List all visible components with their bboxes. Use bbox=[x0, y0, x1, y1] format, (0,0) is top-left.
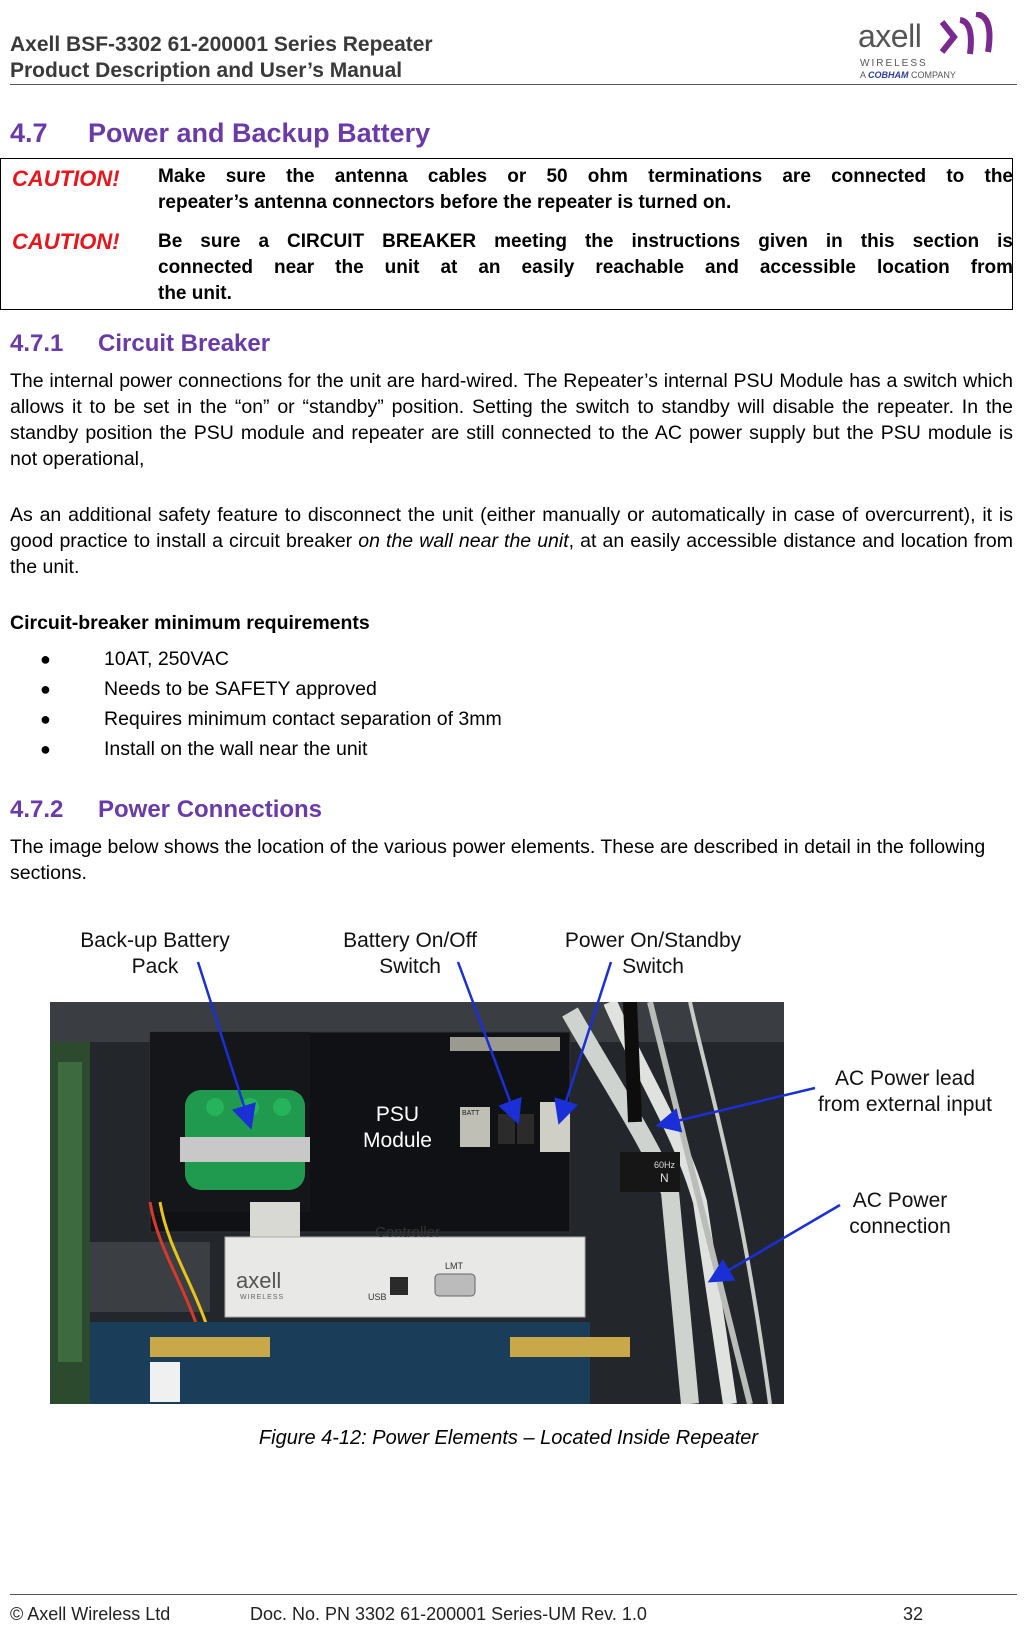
controller-axell-sub: WIRELESS bbox=[240, 1294, 285, 1301]
list-item: ●Needs to be SAFETY approved bbox=[10, 674, 502, 704]
logo-sub-wireless: WIRELESS bbox=[860, 58, 928, 69]
paragraph-power-connections: The image below shows the location of th… bbox=[10, 836, 986, 884]
caution-label-1: CAUTION! bbox=[12, 166, 120, 191]
section-number: 4.7 bbox=[10, 118, 48, 148]
figure-caption: Figure 4-12: Power Elements – Located In… bbox=[258, 1427, 759, 1449]
list-item: ●10AT, 250VAC bbox=[10, 644, 502, 674]
axell-logo: axell WIRELESS A COBHAM COMPANY bbox=[858, 12, 1008, 82]
list-item: ●Requires minimum contact separation of … bbox=[10, 704, 502, 734]
header-subtitle: Product Description and User’s Manual bbox=[10, 59, 403, 82]
neutral-label: N bbox=[660, 1171, 669, 1185]
bullet-icon: ● bbox=[40, 679, 51, 699]
requirements-heading: Circuit-breaker minimum requirements bbox=[10, 612, 370, 634]
paragraph-circuit-breaker-1: The internal power connections for the u… bbox=[10, 370, 1013, 470]
section-title: Power and Backup Battery bbox=[88, 118, 431, 148]
footer-page-number: 32 bbox=[903, 1604, 924, 1624]
requirements-list: ●10AT, 250VAC ●Needs to be SAFETY approv… bbox=[10, 644, 502, 764]
photo-illustration bbox=[50, 1002, 784, 1404]
logo-mark-icon bbox=[940, 12, 993, 55]
batt-switch-label: BATT bbox=[462, 1110, 480, 1117]
controller-label: Controller bbox=[375, 1224, 441, 1241]
caution-text-2: Be sure a CIRCUIT BREAKER meeting the in… bbox=[158, 231, 1013, 304]
header-rule bbox=[10, 84, 1017, 85]
caution-label-2: CAUTION! bbox=[12, 229, 120, 254]
caution-text-1: Make sure the antenna cables or 50 ohm t… bbox=[158, 166, 1013, 213]
controller-axell-logo: axell bbox=[236, 1268, 282, 1293]
emphasis-wall: on the wall near the unit bbox=[358, 530, 569, 552]
caution-box bbox=[0, 158, 1013, 310]
document-header: Axell BSF-3302 61-200001 Series Repeater… bbox=[10, 32, 433, 84]
footer-doc-number: Doc. No. PN 3302 61-200001 Series-UM Rev… bbox=[250, 1604, 647, 1624]
frequency-label: 60Hz bbox=[654, 1160, 676, 1170]
list-item: ●Install on the wall near the unit bbox=[10, 734, 502, 764]
logo-sub-company: A COBHAM COMPANY bbox=[860, 70, 956, 80]
bullet-icon: ● bbox=[40, 739, 51, 759]
section-heading: 4.7 Power and Backup Battery bbox=[10, 118, 430, 149]
paragraph-circuit-breaker-2: As an additional safety feature to disco… bbox=[10, 504, 1013, 578]
bullet-icon: ● bbox=[40, 649, 51, 669]
logo-word: axell bbox=[858, 18, 922, 54]
bullet-icon: ● bbox=[40, 709, 51, 729]
header-title: Axell BSF-3302 61-200001 Series Repeater bbox=[10, 33, 433, 56]
usb-label: USB bbox=[368, 1292, 387, 1302]
footer-rule bbox=[10, 1594, 1017, 1595]
lmt-label: LMT bbox=[445, 1261, 463, 1271]
footer-copyright: © Axell Wireless Ltd bbox=[10, 1604, 171, 1624]
